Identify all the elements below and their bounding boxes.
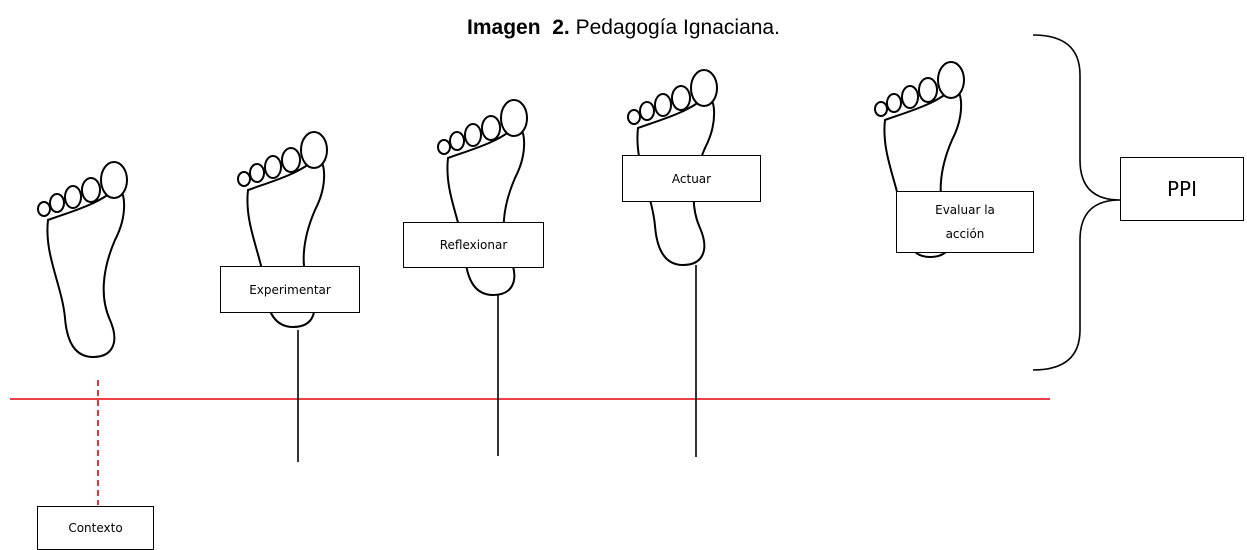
step-label: Actuar [671,171,712,186]
step-box-actuar: Actuar [622,155,761,202]
caption-text: Pedagogía Ignaciana. [575,16,780,39]
figure-caption: Imagen 2. Pedagogía Ignaciana. [0,16,1247,40]
step-box-contexto: Contexto [37,506,154,550]
footprint-icon [37,161,128,358]
step-box-reflexionar: Reflexionar [403,222,544,268]
step-label: Experimentar [249,282,331,297]
ppi-label: PPI [1166,177,1198,201]
step-label: Reflexionar [439,238,508,252]
group-brace [1032,34,1121,371]
step-box-evaluar: Evaluar la acción [896,191,1034,253]
step-label-line1: Evaluar la [935,203,995,217]
caption-number: 2. [552,16,570,39]
step-box-experimentar: Experimentar [220,266,360,313]
step-label-line2: acción [945,227,985,241]
caption-label: Imagen [467,16,541,39]
step-label: Contexto [68,521,123,535]
ppi-box: PPI [1120,157,1244,221]
